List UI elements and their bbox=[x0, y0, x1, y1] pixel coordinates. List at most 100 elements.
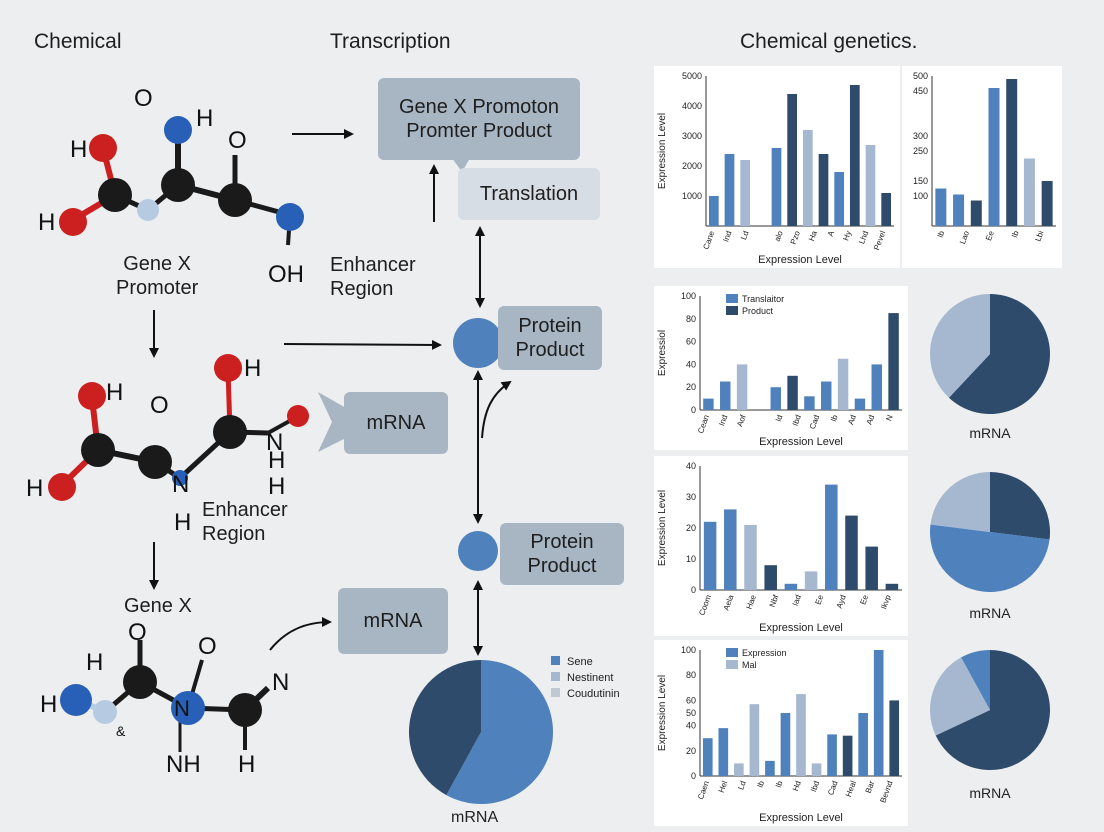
x-tick-label: Ibd bbox=[791, 414, 803, 428]
arrow-curved bbox=[481, 380, 512, 439]
y-tick-label: 30 bbox=[686, 492, 696, 502]
x-tick-label: Bevnd bbox=[878, 780, 894, 804]
x-tick-label: Ad bbox=[865, 414, 877, 426]
protein-node bbox=[458, 531, 498, 571]
atom-symbol: & bbox=[116, 723, 126, 739]
bar bbox=[873, 650, 884, 776]
x-axis-label: Expression Level bbox=[758, 254, 842, 266]
bar bbox=[837, 358, 849, 410]
pie-label: mRNA bbox=[969, 785, 1011, 801]
atom-n: N bbox=[266, 429, 283, 456]
pie-slice bbox=[948, 294, 1050, 414]
x-tick-label: N bbox=[884, 413, 895, 422]
y-tick-label: 20 bbox=[686, 746, 696, 756]
bar bbox=[749, 704, 760, 776]
bar bbox=[784, 583, 798, 590]
legend-label: Translaitor bbox=[742, 294, 784, 304]
y-tick-label: 60 bbox=[686, 337, 696, 347]
atom-h: H bbox=[174, 509, 191, 536]
atom-o: O bbox=[128, 619, 147, 646]
x-tick-label: Bar bbox=[864, 779, 877, 794]
y-tick-label: 80 bbox=[686, 314, 696, 324]
x-axis-label: Expression Level bbox=[759, 812, 843, 824]
x-tick-label: Cean bbox=[696, 414, 711, 435]
bar bbox=[821, 381, 832, 410]
header-chemical-genetics: Chemical genetics. bbox=[740, 30, 918, 53]
bar bbox=[970, 200, 982, 226]
bar bbox=[804, 571, 818, 590]
bar bbox=[818, 154, 829, 226]
header-chemical: Chemical bbox=[34, 30, 122, 53]
x-tick-label: Ibd bbox=[809, 780, 821, 794]
bar bbox=[1023, 158, 1035, 226]
atom-o: O bbox=[198, 633, 217, 660]
y-tick-label: 0 bbox=[691, 585, 696, 595]
bar bbox=[724, 154, 735, 226]
x-tick-label: Hel bbox=[717, 779, 730, 794]
bar bbox=[889, 700, 900, 776]
bar bbox=[888, 313, 899, 410]
y-tick-label: 4000 bbox=[682, 101, 702, 111]
x-tick-label: Lhd bbox=[857, 230, 870, 246]
bar bbox=[708, 196, 719, 226]
legend-swatch bbox=[726, 648, 738, 657]
pie-label: mRNA bbox=[969, 425, 1011, 441]
y-tick-label: 20 bbox=[686, 382, 696, 392]
bar bbox=[827, 734, 837, 776]
y-tick-label: 60 bbox=[686, 695, 696, 705]
pie-slice bbox=[930, 472, 990, 532]
legend-label: Product bbox=[742, 306, 774, 316]
x-tick-label: Ee bbox=[814, 593, 826, 606]
atom-n: N bbox=[272, 669, 289, 696]
y-tick-label: 300 bbox=[913, 131, 928, 141]
y-tick-label: 100 bbox=[913, 191, 928, 201]
pie-slice bbox=[930, 657, 990, 736]
bar bbox=[834, 172, 845, 226]
header-transcription: Transcription bbox=[330, 30, 451, 53]
bar bbox=[845, 515, 858, 590]
translation-box: Translation bbox=[458, 168, 600, 220]
x-tick-label: Ld bbox=[736, 780, 748, 791]
y-tick-label: 2000 bbox=[682, 161, 702, 171]
y-tick-label: 0 bbox=[691, 771, 696, 781]
legend-swatch bbox=[726, 294, 738, 303]
legend-swatch bbox=[726, 306, 738, 315]
x-tick-label: Nbf bbox=[768, 593, 781, 609]
bar bbox=[787, 94, 798, 226]
atom-h: H bbox=[86, 649, 103, 676]
x-tick-label: Cane bbox=[701, 229, 716, 251]
atom-n: N bbox=[172, 471, 189, 498]
bar bbox=[780, 713, 791, 776]
bar bbox=[988, 88, 1000, 226]
pie-slice bbox=[961, 650, 990, 710]
x-tick-label: Ld bbox=[739, 230, 751, 241]
bar bbox=[740, 160, 751, 226]
bar bbox=[703, 398, 714, 410]
mrna-box-2: mRNA bbox=[338, 588, 448, 654]
y-tick-label: 150 bbox=[913, 176, 928, 186]
molecule-1: O H H O H OH bbox=[38, 85, 304, 288]
bar bbox=[724, 509, 737, 590]
legend-label: Expression bbox=[742, 648, 787, 658]
atom-h: H bbox=[196, 105, 213, 132]
pie-chart-3: mRNA bbox=[930, 650, 1050, 801]
legend-label: Nestinent bbox=[567, 672, 613, 684]
x-tick-label: Lbi bbox=[1033, 229, 1045, 242]
x-tick-label: Aela bbox=[722, 593, 736, 612]
bar bbox=[744, 524, 757, 590]
molecule-3: O O H H N N NH H & bbox=[40, 619, 289, 778]
bar bbox=[953, 194, 965, 226]
pie-slice bbox=[930, 294, 990, 398]
bar bbox=[804, 396, 815, 410]
x-tick-label: Ayd bbox=[835, 594, 848, 610]
x-tick-label: Pevel bbox=[872, 229, 887, 251]
y-tick-label: 100 bbox=[681, 291, 696, 301]
